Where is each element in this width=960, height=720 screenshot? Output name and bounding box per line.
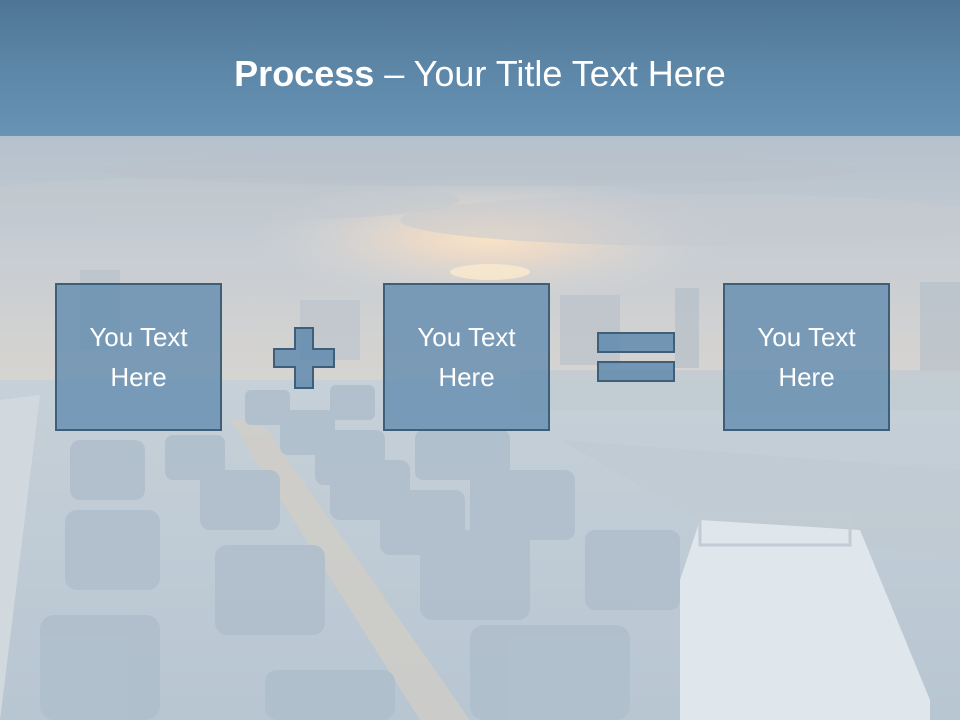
process-box-3: You Text Here [723,283,890,431]
equals-icon [597,332,675,382]
process-box-2: You Text Here [383,283,550,431]
title-band [0,0,960,136]
process-box-1-text: You Text Here [89,322,188,392]
title-bold-part: Process [234,53,375,94]
process-box-1: You Text Here [55,283,222,431]
process-box-3-text: You Text Here [757,322,856,392]
slide-title: Process – Your Title Text Here [0,52,960,96]
plus-icon [273,327,335,389]
process-box-2-text: You Text Here [417,322,516,392]
title-rest-part: – Your Title Text Here [374,53,726,94]
